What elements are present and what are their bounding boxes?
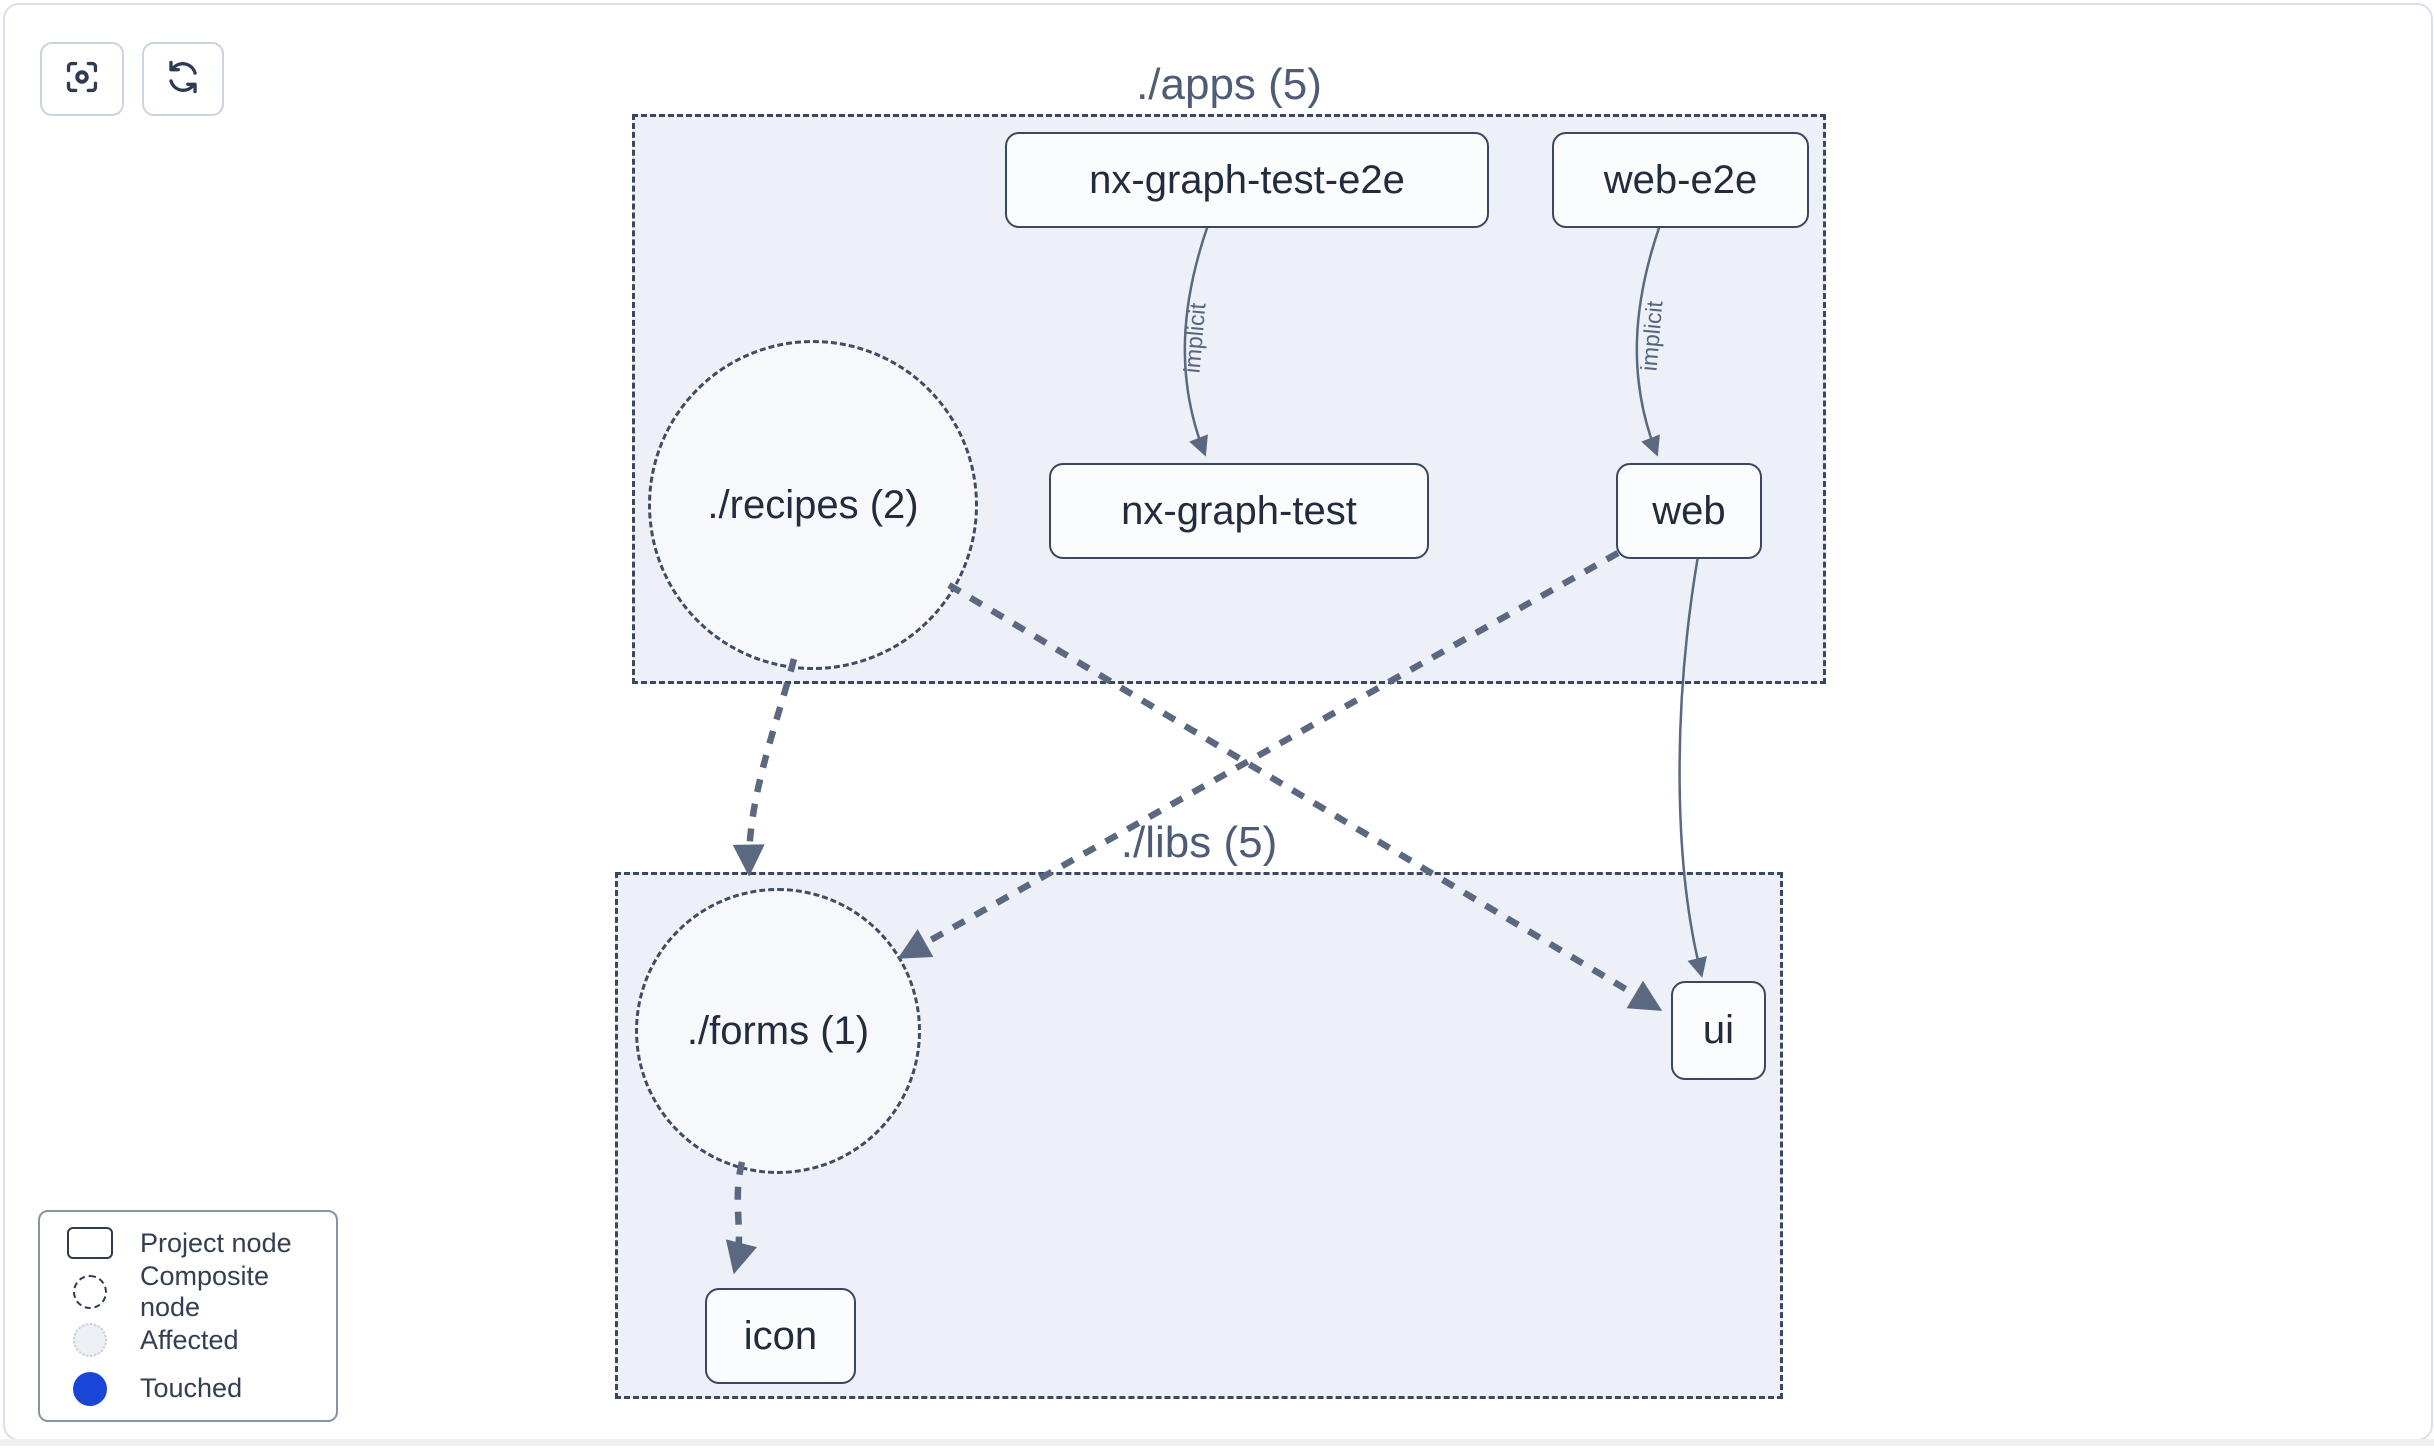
legend-item-affected: Affected: [40, 1317, 336, 1363]
group-apps-label: ./apps (5): [1136, 60, 1322, 109]
legend-item-project-node: Project node: [40, 1220, 336, 1266]
project-node-swatch-icon: [67, 1227, 113, 1260]
legend-label: Affected: [140, 1324, 239, 1355]
refresh-graph-button[interactable]: [142, 42, 224, 116]
affected-swatch-icon: [73, 1323, 107, 1358]
touched-swatch-icon: [73, 1371, 107, 1406]
project-node-web-e2e[interactable]: web-e2e: [1552, 132, 1809, 228]
legend-label: Project node: [140, 1227, 292, 1258]
legend-label: Composite node: [140, 1260, 270, 1322]
project-node-icon[interactable]: icon: [705, 1288, 856, 1384]
project-node-nx-graph-test-e2e[interactable]: nx-graph-test-e2e: [1005, 132, 1489, 228]
graph-canvas[interactable]: ./apps (5) ./libs (5) ./recipes (2) ./fo…: [3, 3, 2433, 1441]
focus-scan-icon: [63, 58, 101, 101]
refresh-icon: [164, 58, 202, 101]
edge-recipes-to-forms: [732, 658, 798, 877]
legend-label: Touched: [140, 1373, 243, 1404]
composite-node-swatch-icon: [73, 1274, 107, 1309]
composite-node-forms[interactable]: ./forms (1): [635, 888, 921, 1174]
focus-view-button[interactable]: [40, 42, 124, 116]
project-node-nx-graph-test[interactable]: nx-graph-test: [1049, 463, 1429, 559]
project-node-ui[interactable]: ui: [1671, 981, 1766, 1080]
legend-item-touched: Touched: [40, 1366, 336, 1412]
page-bottom-edge: [0, 1439, 2434, 1446]
legend-item-composite-node: Composite node: [40, 1261, 336, 1322]
project-node-web[interactable]: web: [1616, 463, 1762, 559]
composite-node-recipes[interactable]: ./recipes (2): [648, 340, 978, 670]
legend: Project node Composite node Affected Tou…: [38, 1210, 338, 1422]
group-libs-label: ./libs (5): [1120, 818, 1278, 867]
